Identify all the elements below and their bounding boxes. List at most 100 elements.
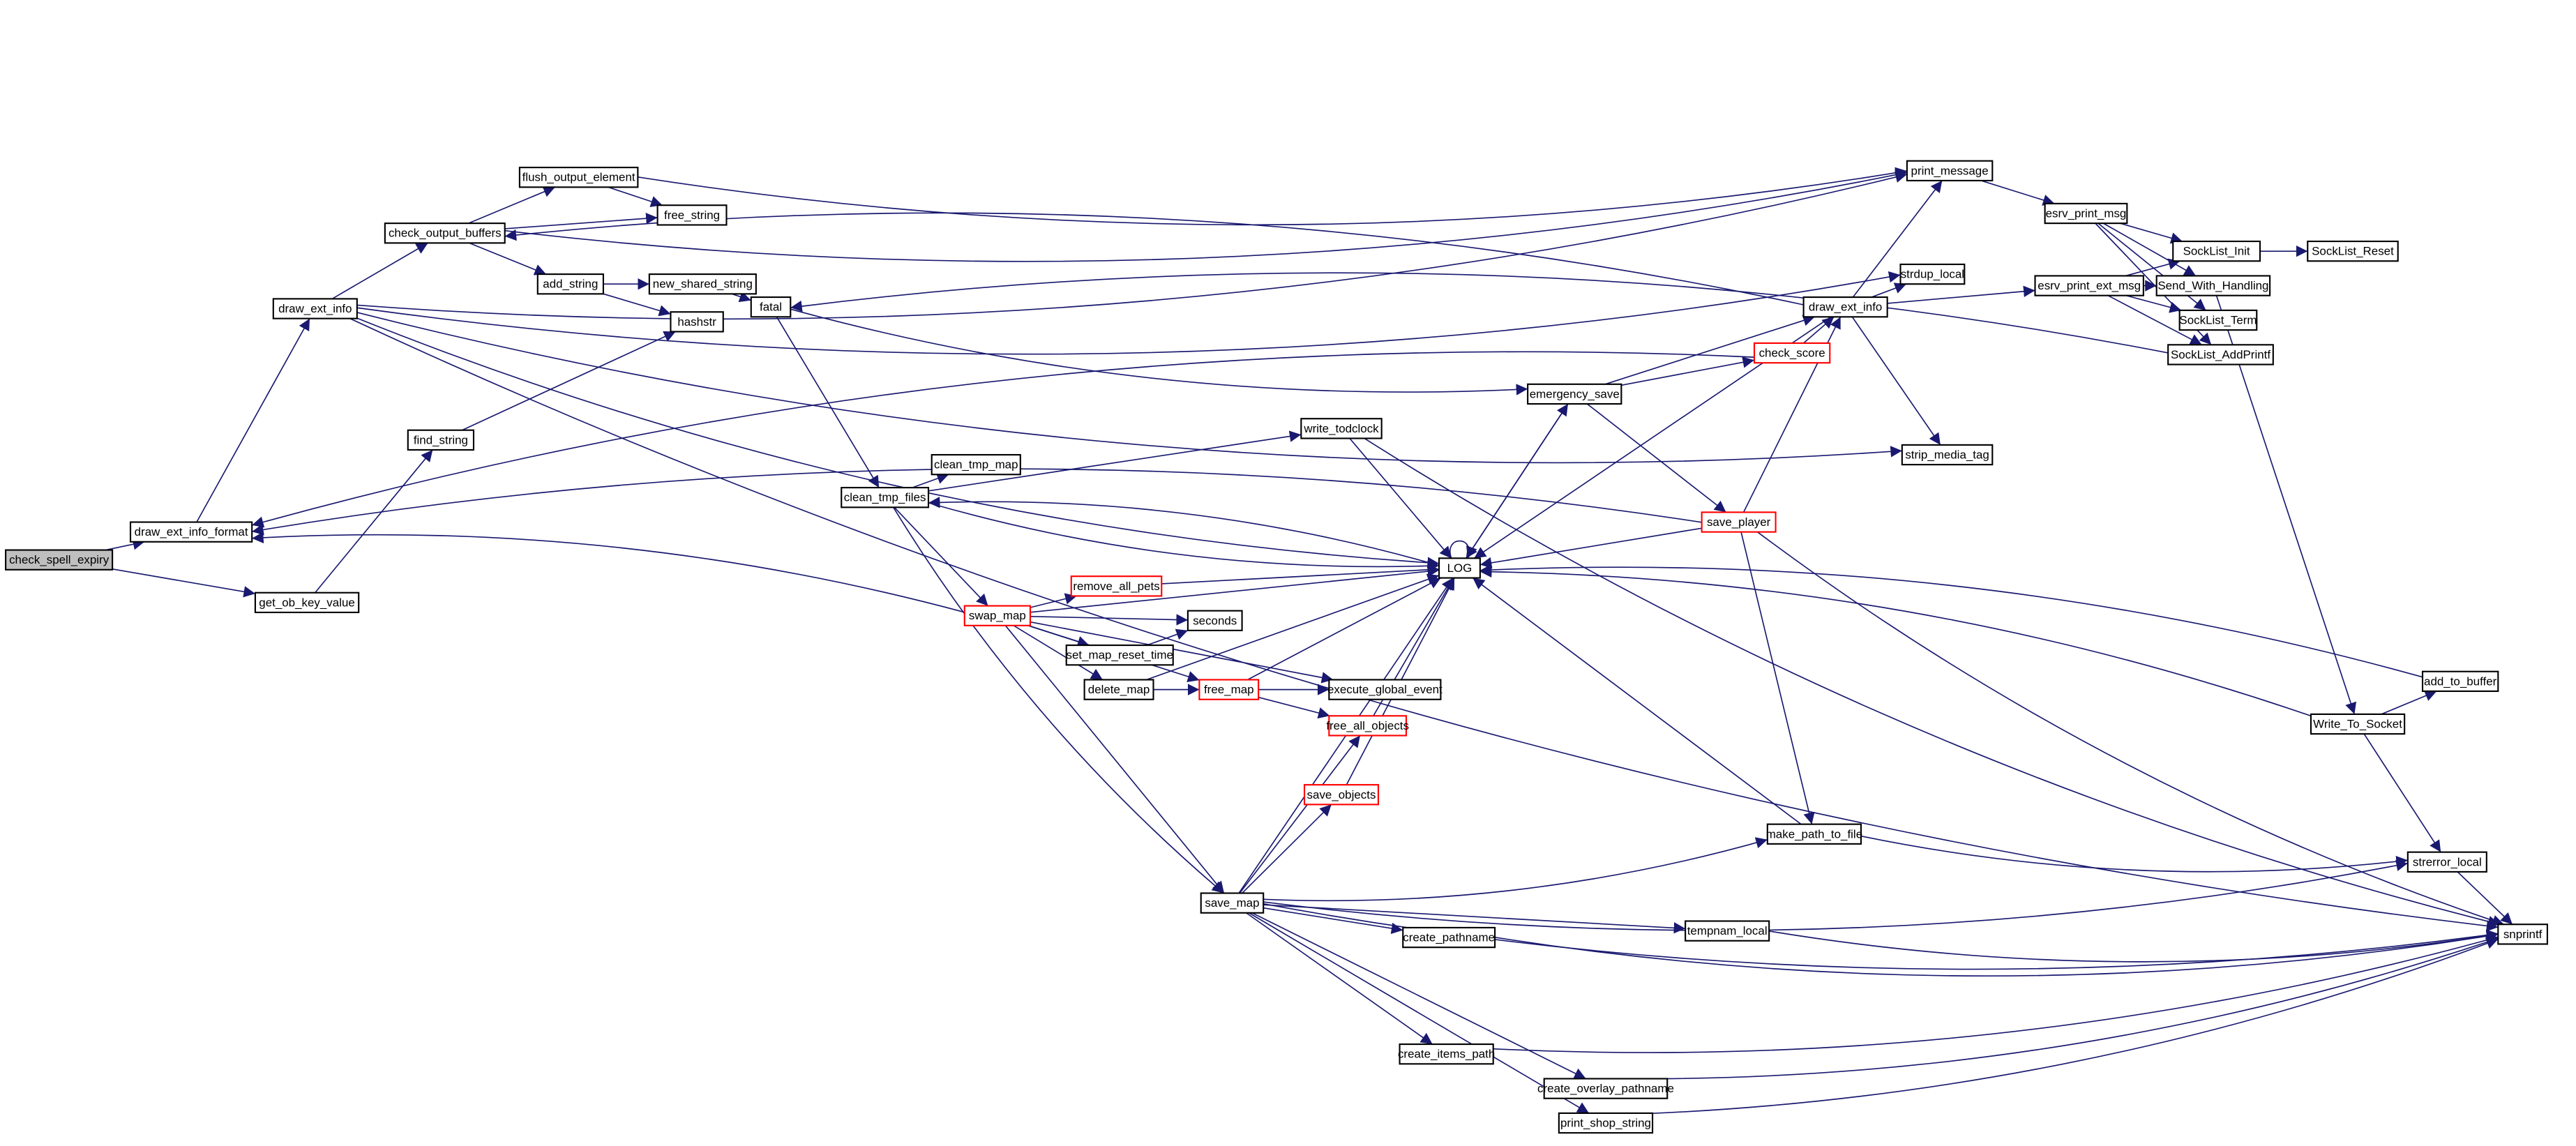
node-box[interactable]	[2044, 202, 2128, 225]
node-box[interactable]	[1070, 575, 1163, 597]
node-box[interactable]	[1198, 679, 1260, 700]
node-box[interactable]	[1300, 418, 1383, 439]
node-fatal[interactable]: fatal	[750, 296, 792, 318]
node-flush_output_element[interactable]: flush_output_element	[518, 167, 639, 188]
node-free_all_objects[interactable]: free_all_objects	[1326, 715, 1409, 737]
node-tempnam_local[interactable]: tempnam_local	[1685, 920, 1770, 942]
node-SockList_Init[interactable]: SockList_Init	[2172, 240, 2261, 262]
node-print_message[interactable]: print_message	[1906, 160, 1994, 181]
node-box[interactable]	[1527, 383, 1622, 405]
node-box[interactable]	[2178, 309, 2258, 331]
node-delete_map[interactable]: delete_map	[1083, 679, 1154, 700]
node-draw_ext_info_format[interactable]: draw_ext_info_format	[129, 521, 253, 543]
node-box[interactable]	[963, 605, 1032, 626]
node-box[interactable]	[1558, 1112, 1654, 1134]
node-create_overlay_pathname[interactable]: create_overlay_pathname	[1537, 1078, 1674, 1099]
node-box[interactable]	[518, 167, 639, 188]
node-box[interactable]	[1685, 920, 1770, 942]
node-execute_global_event[interactable]: execute_global_event	[1327, 679, 1443, 700]
node-box[interactable]	[670, 311, 724, 333]
node-save_map[interactable]: save_map	[1200, 892, 1265, 914]
node-create_pathname[interactable]: create_pathname	[1402, 926, 1496, 949]
node-box[interactable]	[1187, 610, 1243, 631]
node-box[interactable]	[272, 298, 358, 319]
node-seconds[interactable]: seconds	[1187, 610, 1243, 631]
node-check_score[interactable]: check_score	[1753, 342, 1831, 364]
node-new_shared_string[interactable]: new_shared_string	[648, 273, 757, 295]
node-box[interactable]	[931, 453, 1021, 476]
node-add_to_buffer[interactable]: add_to_buffer	[2421, 670, 2499, 693]
node-box[interactable]	[656, 204, 728, 226]
node-add_string[interactable]: add_string	[536, 273, 604, 295]
node-box[interactable]	[1200, 892, 1265, 914]
node-SockList_Reset[interactable]: SockList_Reset	[2307, 240, 2399, 262]
node-save_objects[interactable]: save_objects	[1303, 784, 1380, 806]
node-emergency_save[interactable]: emergency_save	[1527, 383, 1622, 405]
node-set_map_reset_time[interactable]: set_map_reset_time	[1065, 644, 1174, 666]
node-box[interactable]	[648, 273, 757, 295]
node-check_spell_expiry[interactable]: check_spell_expiry	[5, 549, 114, 571]
node-box[interactable]	[1906, 160, 1994, 181]
node-box[interactable]	[129, 521, 253, 543]
node-Send_With_Handling[interactable]: Send_With_Handling	[2155, 275, 2271, 296]
node-make_path_to_file[interactable]: make_path_to_file	[1766, 823, 1862, 845]
node-box[interactable]	[2307, 240, 2399, 262]
node-check_output_buffers[interactable]: check_output_buffers	[384, 223, 506, 244]
node-box[interactable]	[536, 273, 604, 295]
node-esrv_print_msg[interactable]: esrv_print_msg	[2044, 202, 2128, 225]
node-box[interactable]	[407, 429, 475, 451]
node-box[interactable]	[2034, 275, 2144, 296]
node-draw_ext_info[interactable]: draw_ext_info	[272, 298, 358, 319]
node-box[interactable]	[1899, 263, 1966, 285]
node-save_player[interactable]: save_player	[1701, 511, 1777, 533]
node-box[interactable]	[1083, 679, 1154, 700]
node-hashstr[interactable]: hashstr	[670, 311, 724, 333]
node-draw_ext_info_2[interactable]: draw_ext_info	[1802, 296, 1888, 318]
node-box[interactable]	[2167, 344, 2274, 365]
node-remove_all_pets[interactable]: remove_all_pets	[1070, 575, 1163, 597]
node-snprintf[interactable]: snprintf	[2497, 923, 2548, 945]
node-box[interactable]	[1399, 1043, 1494, 1065]
node-strerror_local[interactable]: strerror_local	[2406, 851, 2487, 873]
node-LOG[interactable]: LOG	[1438, 557, 1481, 579]
node-box[interactable]	[1065, 644, 1174, 666]
node-box[interactable]	[1766, 823, 1862, 845]
node-esrv_print_ext_msg[interactable]: esrv_print_ext_msg	[2034, 275, 2144, 296]
node-box[interactable]	[2421, 670, 2499, 693]
node-strdup_local[interactable]: strdup_local	[1899, 263, 1966, 285]
node-box[interactable]	[750, 296, 792, 318]
node-box[interactable]	[2406, 851, 2487, 873]
node-find_string[interactable]: find_string	[407, 429, 475, 451]
node-box[interactable]	[841, 487, 930, 508]
node-box[interactable]	[1543, 1078, 1669, 1099]
node-SockList_AddPrintf[interactable]: SockList_AddPrintf	[2167, 344, 2274, 365]
node-box[interactable]	[2310, 713, 2406, 735]
node-box[interactable]	[254, 591, 360, 614]
node-write_todclock[interactable]: write_todclock	[1300, 418, 1383, 439]
node-box[interactable]	[1701, 511, 1777, 533]
node-free_string[interactable]: free_string	[656, 204, 728, 226]
node-box[interactable]	[1402, 926, 1496, 949]
node-print_shop_string[interactable]: print_shop_string	[1558, 1112, 1654, 1134]
node-Write_To_Socket[interactable]: Write_To_Socket	[2310, 713, 2406, 735]
node-clean_tmp_map[interactable]: clean_tmp_map	[931, 453, 1021, 476]
node-box[interactable]	[2155, 275, 2271, 296]
node-box[interactable]	[1303, 784, 1380, 806]
node-clean_tmp_files[interactable]: clean_tmp_files	[841, 487, 930, 508]
node-box[interactable]	[5, 549, 114, 571]
node-box[interactable]	[1901, 444, 1994, 466]
node-box[interactable]	[1328, 715, 1408, 737]
node-free_map[interactable]: free_map	[1198, 679, 1260, 700]
node-box[interactable]	[384, 223, 506, 244]
node-swap_map[interactable]: swap_map	[963, 605, 1032, 626]
node-get_ob_key_value[interactable]: get_ob_key_value	[254, 591, 360, 614]
node-box[interactable]	[1328, 679, 1442, 700]
node-create_items_path[interactable]: create_items_path	[1398, 1043, 1495, 1065]
node-box[interactable]	[2497, 923, 2548, 945]
node-box[interactable]	[2172, 240, 2261, 262]
node-SockList_Term[interactable]: SockList_Term	[2178, 309, 2258, 331]
node-box[interactable]	[1438, 557, 1481, 579]
node-strip_media_tag[interactable]: strip_media_tag	[1901, 444, 1994, 466]
node-box[interactable]	[1753, 342, 1831, 364]
node-box[interactable]	[1802, 296, 1888, 318]
